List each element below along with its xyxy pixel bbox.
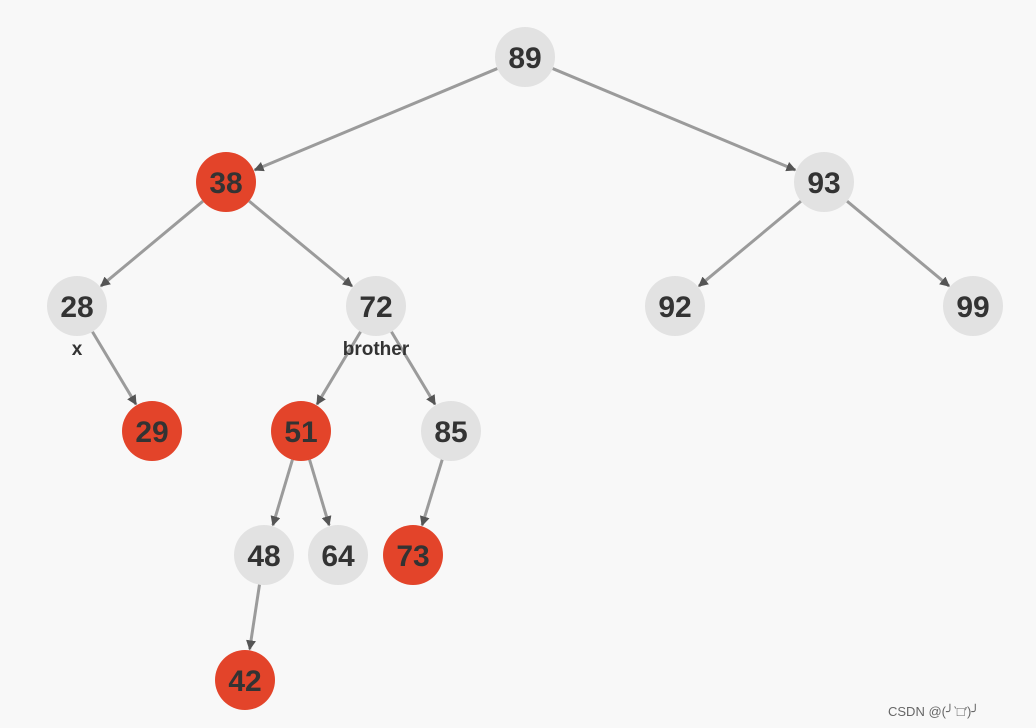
node-label-92: 92	[658, 291, 691, 324]
tree-node-73: 73	[383, 525, 443, 585]
node-label-72: 72	[359, 291, 392, 324]
node-circle-28	[47, 276, 107, 336]
edge-n93-n99	[846, 200, 951, 288]
node-circle-85	[421, 401, 481, 461]
edges-layer	[91, 67, 951, 651]
node-label-28: 28	[60, 291, 93, 324]
tree-node-38: 38	[196, 152, 256, 212]
edge-n28-n29	[91, 330, 138, 406]
edge-n38-n72	[248, 199, 354, 288]
tree-node-85: 85	[421, 401, 481, 461]
tree-node-64: 64	[308, 525, 368, 585]
tree-node-72: 72	[346, 276, 406, 336]
node-label-29: 29	[135, 416, 168, 449]
tree-node-93: 93	[794, 152, 854, 212]
tree-node-29: 29	[122, 401, 182, 461]
node-label-64: 64	[321, 540, 355, 573]
edge-n93-n92	[697, 200, 802, 288]
node-label-93: 93	[807, 167, 840, 200]
tree-node-99: 99	[943, 276, 1003, 336]
watermark: CSDN @(╯‵□′)╯	[888, 703, 979, 719]
edge-n89-n38	[253, 67, 498, 172]
tree-node-42: 42	[215, 650, 275, 710]
edge-n38-n28	[99, 200, 204, 288]
node-label-48: 48	[247, 540, 280, 573]
tree-node-92: 92	[645, 276, 705, 336]
tree-node-28: 28	[47, 276, 107, 336]
node-label-99: 99	[956, 291, 989, 324]
edge-n72-n51	[315, 330, 362, 406]
node-circle-72	[346, 276, 406, 336]
edge-n51-n48	[270, 459, 294, 527]
node-circle-29	[122, 401, 182, 461]
node-circle-48	[234, 525, 294, 585]
nodes-layer: 89 38 93 28 72 92 99 29 51 85 48 64 73 42	[47, 27, 1003, 710]
node-label-51: 51	[284, 416, 317, 449]
tree-node-48: 48	[234, 525, 294, 585]
node-circle-93	[794, 152, 854, 212]
edge-n85-n73	[419, 459, 444, 527]
node-circle-89	[495, 27, 555, 87]
node-circle-73	[383, 525, 443, 585]
tree-node-51: 51	[271, 401, 331, 461]
node-circle-92	[645, 276, 705, 336]
node-label-38: 38	[209, 167, 242, 200]
node-label-89: 89	[508, 42, 541, 75]
edge-n72-n85	[390, 330, 437, 406]
node-label-42: 42	[228, 665, 261, 698]
node-label-73: 73	[396, 540, 429, 573]
edge-n89-n93	[552, 67, 797, 172]
node-circle-99	[943, 276, 1003, 336]
annotations-layer: x brother	[72, 339, 410, 360]
annotation-brother: brother	[343, 339, 410, 360]
node-circle-64	[308, 525, 368, 585]
tree-node-89: 89	[495, 27, 555, 87]
annotation-x: x	[72, 339, 83, 360]
node-circle-42	[215, 650, 275, 710]
edge-n51-n64	[308, 459, 332, 527]
node-circle-51	[271, 401, 331, 461]
node-circle-38	[196, 152, 256, 212]
edge-n48-n42	[246, 584, 261, 651]
node-label-85: 85	[434, 416, 467, 449]
